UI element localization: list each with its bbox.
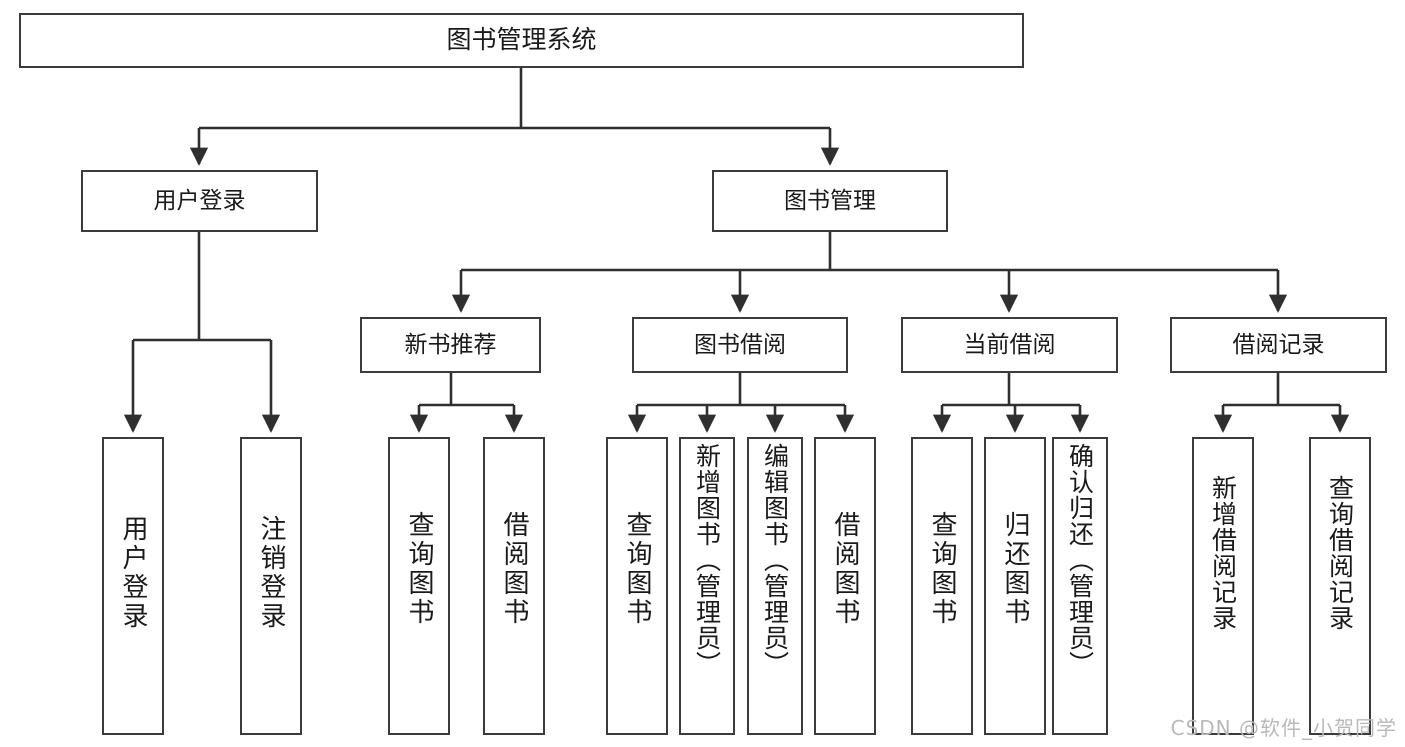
node-borrow-record[interactable]: 借阅记录: [1170, 317, 1387, 373]
node-borrow-record-label: 借阅记录: [1232, 331, 1325, 358]
watermark: CSDN @软件_小贺同学: [1170, 716, 1397, 740]
node-book-manage[interactable]: 图书管理: [712, 170, 948, 232]
node-leaf-query-book-3-label: 查询图书: [927, 511, 957, 627]
node-book-manage-label: 图书管理: [784, 187, 876, 214]
node-leaf-return-book-label: 归还图书: [1000, 511, 1030, 627]
node-book-borrow[interactable]: 图书借阅: [632, 317, 848, 373]
node-leaf-user-login-label: 用户登录: [118, 515, 148, 631]
node-leaf-query-book-2[interactable]: 查询图书: [606, 437, 668, 735]
node-user-login[interactable]: 用户登录: [81, 170, 318, 232]
node-user-login-label: 用户登录: [153, 187, 246, 214]
node-leaf-query-record[interactable]: 查询借阅记录: [1309, 437, 1371, 735]
node-root[interactable]: 图书管理系统: [19, 13, 1024, 68]
node-leaf-add-record-label: 新增借阅记录: [1208, 475, 1238, 631]
node-root-label: 图书管理系统: [446, 25, 597, 55]
node-leaf-borrow-book-1[interactable]: 借阅图书: [483, 437, 545, 735]
node-leaf-user-logout[interactable]: 注销登录: [240, 437, 302, 735]
node-current-borrow-label: 当前借阅: [963, 331, 1056, 358]
node-leaf-add-book-label: 新增图书（管理员）: [692, 443, 722, 677]
node-current-borrow[interactable]: 当前借阅: [901, 317, 1118, 373]
node-leaf-borrow-book-2[interactable]: 借阅图书: [814, 437, 876, 735]
node-leaf-user-login[interactable]: 用户登录: [102, 437, 164, 735]
node-book-borrow-label: 图书借阅: [694, 331, 786, 358]
node-leaf-query-book-1-label: 查询图书: [404, 511, 434, 627]
node-leaf-edit-book-label: 编辑图书（管理员）: [760, 443, 790, 677]
node-leaf-add-book[interactable]: 新增图书（管理员）: [679, 437, 735, 735]
node-leaf-query-book-2-label: 查询图书: [622, 511, 652, 627]
node-leaf-confirm-return-label: 确认归还（管理员）: [1065, 443, 1095, 677]
node-leaf-return-book[interactable]: 归还图书: [984, 437, 1046, 735]
node-new-book-recommend-label: 新书推荐: [404, 331, 497, 358]
node-leaf-borrow-book-1-label: 借阅图书: [499, 511, 529, 627]
node-leaf-query-book-3[interactable]: 查询图书: [911, 437, 973, 735]
node-leaf-query-record-label: 查询借阅记录: [1325, 475, 1355, 631]
node-leaf-confirm-return[interactable]: 确认归还（管理员）: [1052, 437, 1108, 735]
node-new-book-recommend[interactable]: 新书推荐: [360, 317, 541, 373]
node-leaf-edit-book[interactable]: 编辑图书（管理员）: [747, 437, 803, 735]
node-leaf-query-book-1[interactable]: 查询图书: [388, 437, 450, 735]
node-leaf-user-logout-label: 注销登录: [256, 515, 286, 631]
node-leaf-add-record[interactable]: 新增借阅记录: [1192, 437, 1254, 735]
node-leaf-borrow-book-2-label: 借阅图书: [830, 511, 860, 627]
